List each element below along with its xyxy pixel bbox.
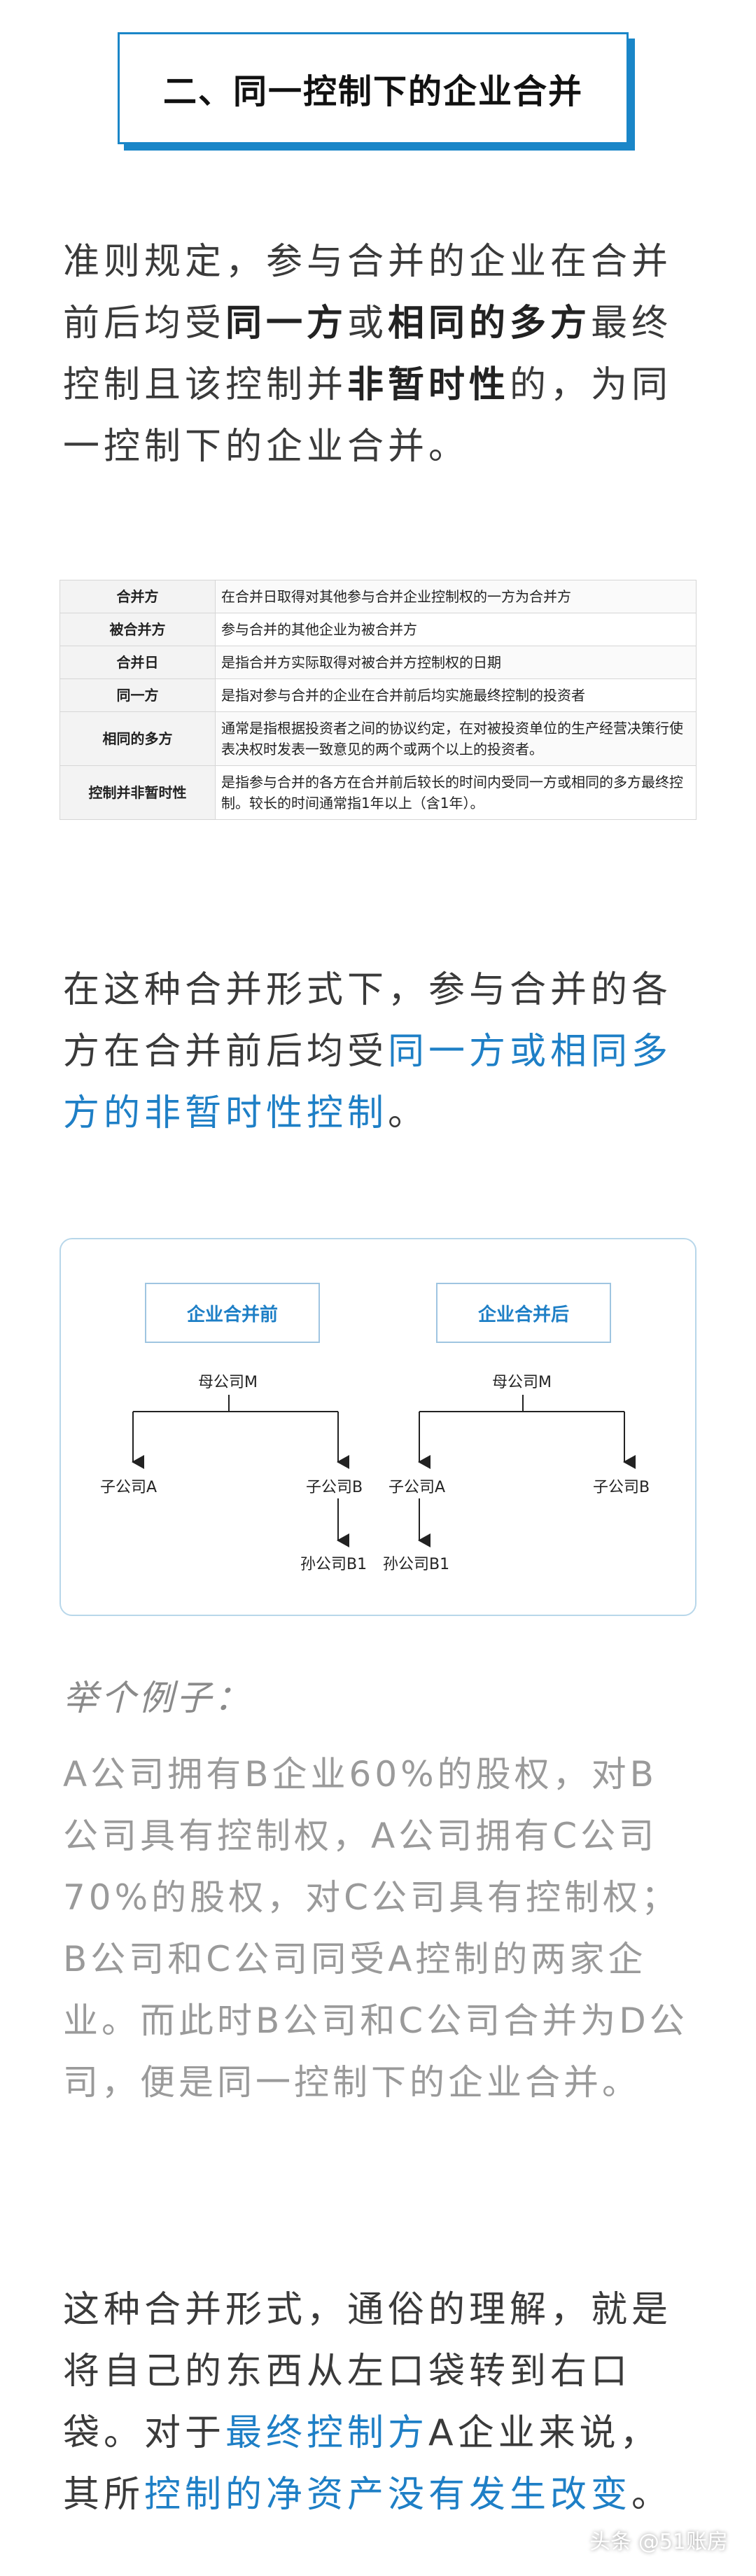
example-title: 举个例子： bbox=[63, 1678, 252, 1718]
summary-text-3: 。 bbox=[631, 2474, 673, 2516]
definition-row: 被合并方参与合并的其他企业为被合并方 bbox=[59, 613, 696, 646]
section-heading: 二、同一控制下的企业合并 bbox=[162, 72, 583, 111]
before-sub-a: 子公司A bbox=[100, 1479, 158, 1496]
definition-term: 合并方 bbox=[59, 580, 216, 613]
merger-diagram: 企业合并前 企业合并后 母公司M 母公司M 子公司A 子公司B 孙公司B1 子公… bbox=[59, 1238, 696, 1616]
example-body: A公司拥有B企业60%的股权，对B公司具有控制权，A公司拥有C公司70%的股权，… bbox=[63, 1754, 688, 2103]
form-text-2: 。 bbox=[388, 1092, 429, 1134]
before-grand-b1: 孙公司B1 bbox=[300, 1556, 368, 1573]
after-sub-b: 子公司B bbox=[593, 1479, 650, 1496]
form-paragraph: 在这种合并形式下，参与合并的各方在合并前后均受同一方或相同多方的非暂时性控制。 bbox=[63, 959, 693, 1144]
definition-term: 控制并非暂时性 bbox=[59, 765, 216, 820]
definition-term: 相同的多方 bbox=[59, 711, 216, 766]
section-heading-box: 二、同一控制下的企业合并 bbox=[118, 32, 629, 144]
intro-bold-multiple-parties: 相同的多方 bbox=[388, 302, 592, 344]
definition-text: 在合并日取得对其他参与合并企业控制权的一方为合并方 bbox=[215, 580, 696, 613]
diagram-connectors bbox=[132, 1395, 636, 1547]
summary-paragraph: 这种合并形式，通俗的理解，就是将自己的东西从左口袋转到右口袋。对于最终控制方A企… bbox=[63, 2279, 693, 2526]
definition-table: 合并方在合并日取得对其他参与合并企业控制权的一方为合并方被合并方参与合并的其他企… bbox=[59, 580, 696, 820]
intro-text-2: 或 bbox=[347, 302, 388, 344]
before-sub-b: 子公司B bbox=[306, 1479, 363, 1496]
after-sub-a: 子公司A bbox=[388, 1479, 446, 1496]
after-merger-box: 企业合并后 bbox=[436, 1283, 611, 1343]
summary-highlight-controller: 最终控制方 bbox=[225, 2412, 429, 2454]
definition-row: 控制并非暂时性是指参与合并的各方在合并前后较长的时间内受同一方或相同的多方最终控… bbox=[59, 765, 696, 820]
after-parent-label: 母公司M bbox=[492, 1374, 552, 1391]
form-highlight: 同一方或相同多方的非暂时性控制 bbox=[63, 1031, 673, 1134]
definition-term: 同一方 bbox=[59, 678, 216, 712]
intro-paragraph: 准则规定，参与合并的企业在合并前后均受同一方或相同的多方最终控制且该控制并非暂时… bbox=[63, 231, 693, 478]
definition-term: 被合并方 bbox=[59, 613, 216, 646]
intro-text-4: 的，为同一控制下的企业合并。 bbox=[63, 364, 673, 468]
definition-row: 相同的多方通常是指根据投资者之间的协议约定，在对被投资单位的生产经营决策行使表决… bbox=[59, 711, 696, 766]
intro-text-3: 最终控制且该控制并 bbox=[63, 302, 673, 406]
watermark-text: 头条 @51账房 bbox=[589, 2530, 728, 2554]
summary-highlight-net-assets: 控制的净资产没有发生改变 bbox=[144, 2474, 632, 2516]
definition-text: 是指合并方实际取得对被合并方控制权的日期 bbox=[215, 646, 696, 679]
summary-text-2: A企业来说，其所 bbox=[63, 2412, 661, 2516]
definition-term: 合并日 bbox=[59, 646, 216, 679]
form-text-1: 在这种合并形式下，参与合并的各方在合并前后均受 bbox=[63, 969, 673, 1073]
before-parent-label: 母公司M bbox=[198, 1374, 258, 1391]
definition-row: 同一方是指对参与合并的企业在合并前后均实施最终控制的投资者 bbox=[59, 678, 696, 712]
after-grand-b1: 孙公司B1 bbox=[383, 1556, 450, 1573]
definition-text: 参与合并的其他企业为被合并方 bbox=[215, 613, 696, 646]
intro-bold-same-party: 同一方 bbox=[225, 302, 348, 344]
intro-bold-non-temporary: 非暂时性 bbox=[347, 364, 510, 406]
intro-text-1: 准则规定，参与合并的企业在合并前后均受 bbox=[63, 241, 673, 344]
definition-text: 是指对参与合并的企业在合并前后均实施最终控制的投资者 bbox=[215, 678, 696, 712]
summary-text-1: 这种合并形式，通俗的理解，就是将自己的东西从左口袋转到右口袋。对于 bbox=[63, 2289, 673, 2454]
definition-text: 通常是指根据投资者之间的协议约定，在对被投资单位的生产经营决策行使表决权时发表一… bbox=[215, 711, 696, 766]
before-merger-box: 企业合并前 bbox=[145, 1283, 320, 1343]
definition-text: 是指参与合并的各方在合并前后较长的时间内受同一方或相同的多方最终控制。较长的时间… bbox=[215, 765, 696, 820]
watermark: 头条 @51账房 bbox=[589, 2524, 728, 2555]
definition-row: 合并方在合并日取得对其他参与合并企业控制权的一方为合并方 bbox=[59, 580, 696, 613]
definition-row: 合并日是指合并方实际取得对被合并方控制权的日期 bbox=[59, 646, 696, 679]
